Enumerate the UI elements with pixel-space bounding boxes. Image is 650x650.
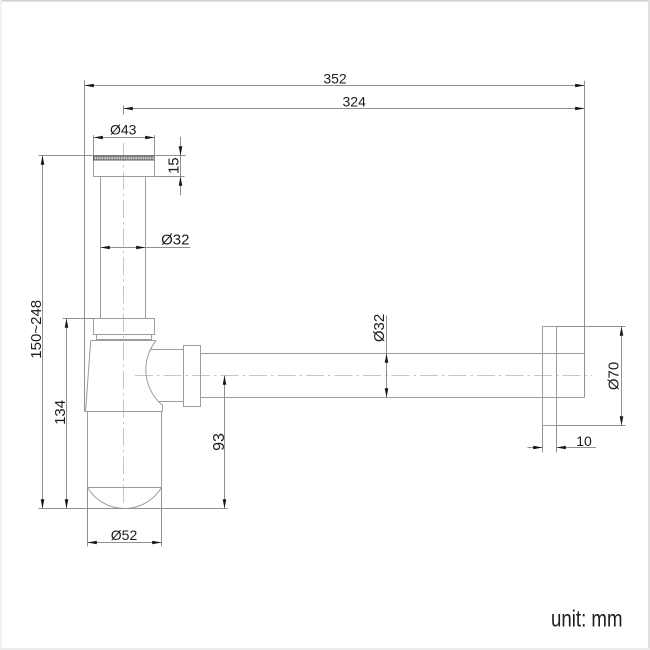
svg-text:Ø32: Ø32	[161, 232, 189, 249]
svg-text:Ø70: Ø70	[606, 362, 623, 390]
svg-text:324: 324	[343, 94, 367, 110]
svg-text:15: 15	[165, 157, 182, 174]
svg-text:Ø43: Ø43	[110, 122, 137, 138]
svg-text:unit: mm: unit: mm	[551, 606, 623, 632]
svg-text:352: 352	[323, 71, 347, 87]
svg-text:134: 134	[52, 400, 69, 425]
svg-text:Ø52: Ø52	[111, 527, 138, 543]
svg-text:150~248: 150~248	[28, 300, 45, 359]
svg-text:Ø32: Ø32	[371, 314, 388, 342]
svg-text:10: 10	[576, 433, 592, 449]
svg-text:93: 93	[211, 433, 228, 451]
